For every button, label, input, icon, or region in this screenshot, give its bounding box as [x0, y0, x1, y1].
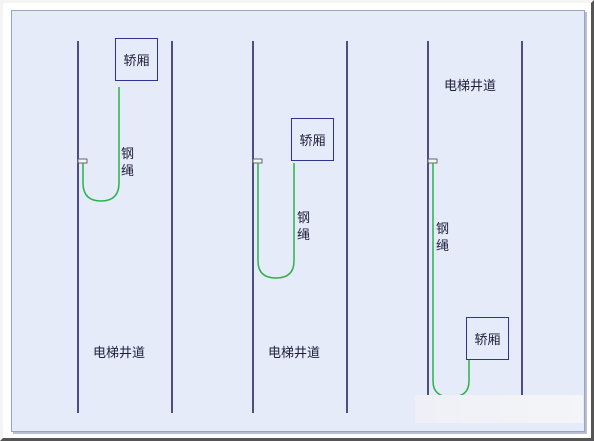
- elevator-car-label-3: 轿厢: [474, 333, 501, 348]
- bottom-right-fade: [415, 395, 583, 423]
- shaft-label-2: 电梯井道: [268, 346, 321, 361]
- steel-rope-label-2: 钢绳: [297, 211, 311, 243]
- steel-rope-2: [257, 163, 295, 279]
- diagram-canvas: [11, 10, 585, 432]
- rope-anchor-3: [427, 158, 438, 164]
- steel-rope-3: [432, 163, 470, 398]
- steel-rope-label-3: 钢绳: [436, 222, 450, 254]
- diagram-svg: [77, 41, 523, 413]
- elevator-car-3: 轿厢: [466, 317, 509, 360]
- rope-anchor-2: [252, 158, 263, 164]
- shaft-label-1: 电梯井道: [93, 346, 146, 361]
- steel-rope-label-1: 钢绳: [121, 147, 135, 179]
- elevator-car-1: 轿厢: [115, 38, 158, 81]
- shaft-label-3: 电梯井道: [444, 79, 497, 94]
- steel-rope-1: [82, 87, 120, 202]
- elevator-car-2: 轿厢: [291, 118, 334, 161]
- elevator-car-label-1: 轿厢: [123, 54, 150, 69]
- elevator-car-label-2: 轿厢: [299, 134, 326, 149]
- rope-anchor-1: [77, 158, 88, 164]
